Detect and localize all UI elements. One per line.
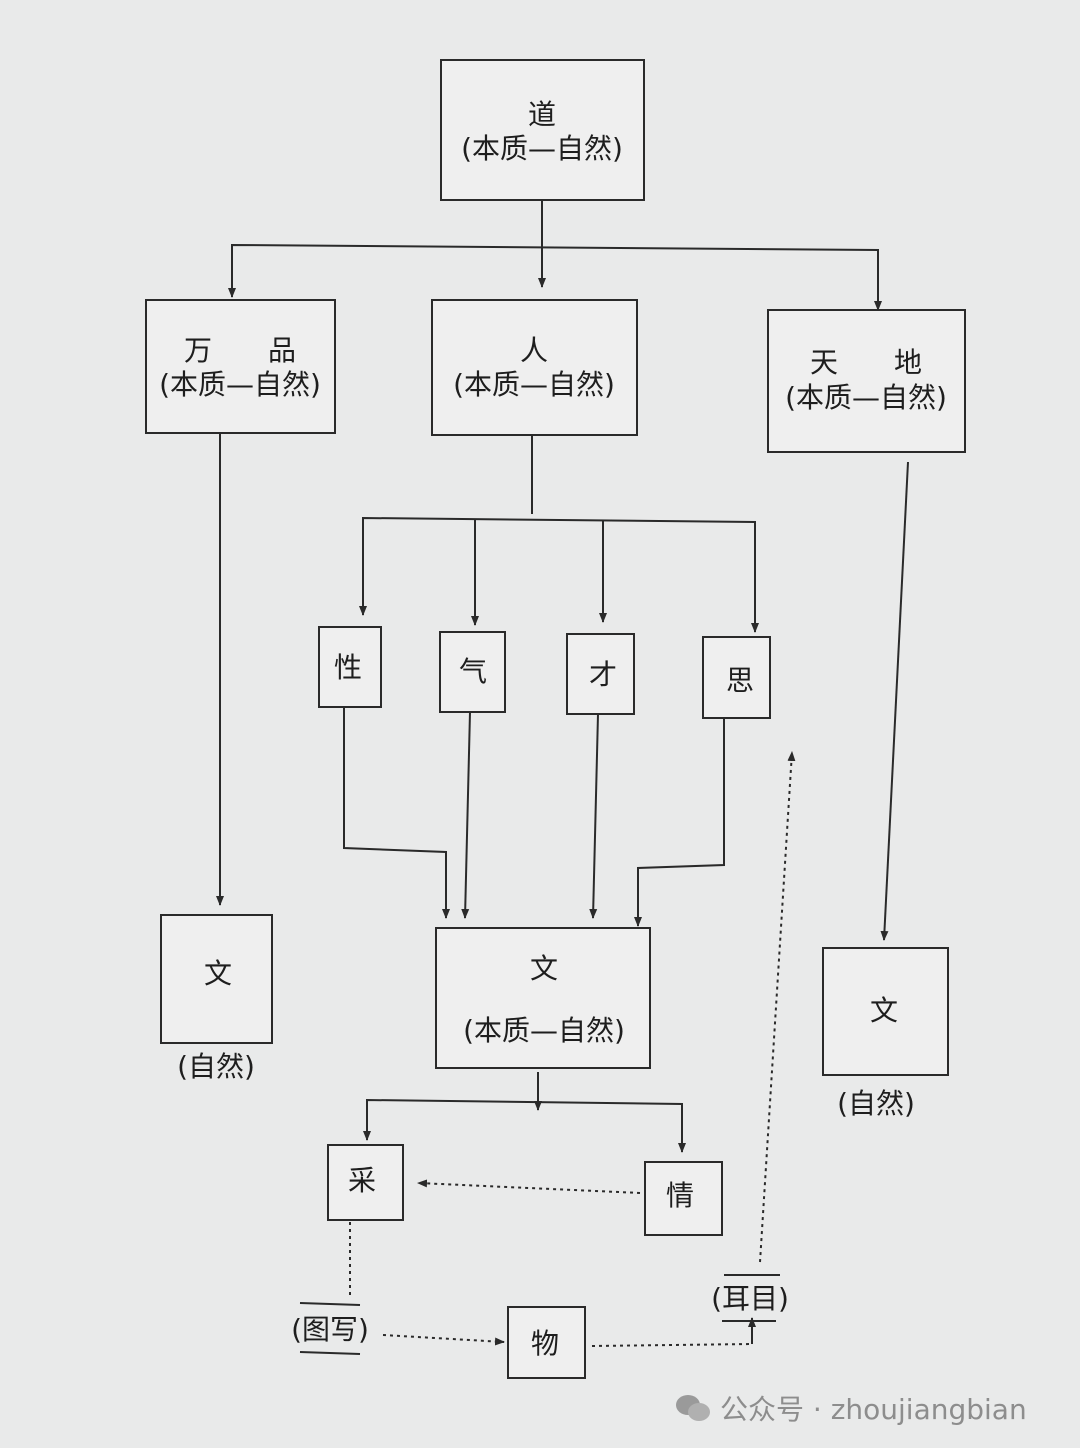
node-title: 天 地: [810, 346, 922, 379]
tuxie-overline: [299, 1302, 361, 1306]
node-cai: 才: [566, 633, 635, 715]
connectors: [216, 200, 909, 1355]
node-title: 气: [459, 655, 487, 688]
node-wu: 物: [507, 1306, 586, 1379]
node-title: 性: [334, 651, 362, 684]
node-title: 物: [531, 1327, 559, 1360]
label-ermu: (耳目): [711, 1282, 789, 1315]
branch-ren: [362, 516, 756, 632]
node-ren: 人 (本质—自然): [431, 299, 638, 436]
dotted-arrow-tuxie-wu: [382, 1334, 505, 1346]
node-subtitle: (本质—自然): [463, 1014, 625, 1047]
dotted-wu-ermu: [591, 1343, 753, 1347]
watermark-text: 公众号 · zhoujiangbian: [720, 1393, 1027, 1426]
node-title: 人: [520, 334, 548, 367]
arrow-cai-wen: [589, 713, 599, 919]
arrow-tiandi-wen: [880, 461, 909, 941]
branch-wen: [366, 1098, 683, 1152]
node-subtitle: (本质—自然): [453, 368, 615, 401]
node-title: 情: [666, 1179, 694, 1212]
node-wen-center: 文 (本质—自然): [435, 927, 651, 1069]
node-qing: 情: [644, 1161, 723, 1236]
wechat-icon: [676, 1393, 712, 1423]
node-cai-color: 采: [327, 1144, 404, 1221]
arrow-qi-wen: [461, 711, 471, 919]
tuxie-underline: [299, 1351, 361, 1355]
arrow-xing-wen: [343, 707, 450, 919]
node-caption: (自然): [837, 1087, 915, 1120]
node-tiandi: 天 地 (本质—自然): [767, 309, 966, 453]
node-subtitle: (本质—自然): [159, 368, 321, 401]
node-title: 道: [528, 98, 556, 131]
arrow-si-wen: [634, 718, 725, 927]
dotted-arrow-ermu-si: [759, 751, 796, 1263]
node-title: 文: [530, 952, 558, 985]
dotted-arrow-qing-cai: [417, 1179, 641, 1194]
node-caption: (自然): [177, 1050, 255, 1083]
node-dao: 道 (本质—自然): [440, 59, 645, 201]
node-title: 万 品: [184, 334, 296, 367]
label-tuxie: (图写): [291, 1313, 369, 1346]
node-title: 思: [726, 664, 754, 697]
node-xing: 性: [318, 626, 382, 708]
node-title: 才: [589, 658, 617, 691]
node-title: 采: [348, 1164, 376, 1197]
node-wen-right: 文 (自然): [822, 947, 949, 1120]
node-title: 文: [870, 994, 898, 1027]
node-qi: 气: [439, 631, 506, 713]
node-wanpin: 万 品 (本质—自然): [145, 299, 336, 434]
node-subtitle: (本质—自然): [785, 381, 947, 414]
node-wen-left: 文 (自然): [160, 914, 273, 1083]
watermark: 公众号 · zhoujiangbian: [676, 1388, 1027, 1428]
node-si: 思: [702, 636, 771, 719]
node-subtitle: (本质—自然): [461, 132, 623, 165]
node-title: 文: [204, 957, 232, 990]
